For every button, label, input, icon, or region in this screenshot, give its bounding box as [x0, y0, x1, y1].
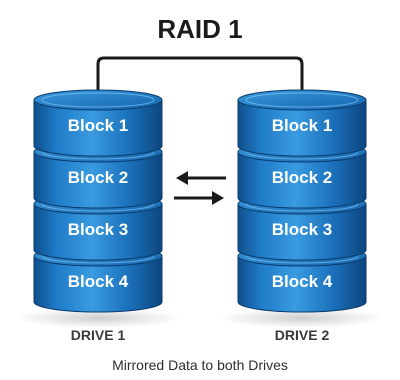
drive-1-block-1: Block 1 — [33, 89, 163, 157]
drive-2-block-1: Block 1 — [237, 89, 367, 157]
block-label: Block 3 — [68, 220, 128, 239]
block-label: Block 1 — [68, 116, 128, 135]
drive-1-shadow — [16, 308, 180, 328]
diagram-caption: Mirrored Data to both Drives — [112, 357, 288, 373]
block-label: Block 2 — [272, 168, 332, 187]
block-label: Block 3 — [272, 220, 332, 239]
drive-2-shadow — [220, 308, 384, 328]
drive-1-label: DRIVE 1 — [71, 327, 126, 343]
block-label: Block 1 — [272, 116, 332, 135]
drive-2: Block 4 Block 3 Block 2 Block 1 — [237, 89, 367, 313]
diagram-title: RAID 1 — [157, 14, 242, 44]
drive-1: Block 4 Block 3 Block 2 Block 1 — [33, 89, 163, 313]
mirror-connector — [96, 56, 304, 92]
arrow-left-icon — [176, 171, 226, 185]
block-label: Block 4 — [272, 272, 333, 291]
arrow-right-icon — [174, 191, 224, 205]
block-label: Block 4 — [68, 272, 129, 291]
block-label: Block 2 — [68, 168, 128, 187]
drive-2-label: DRIVE 2 — [275, 327, 330, 343]
